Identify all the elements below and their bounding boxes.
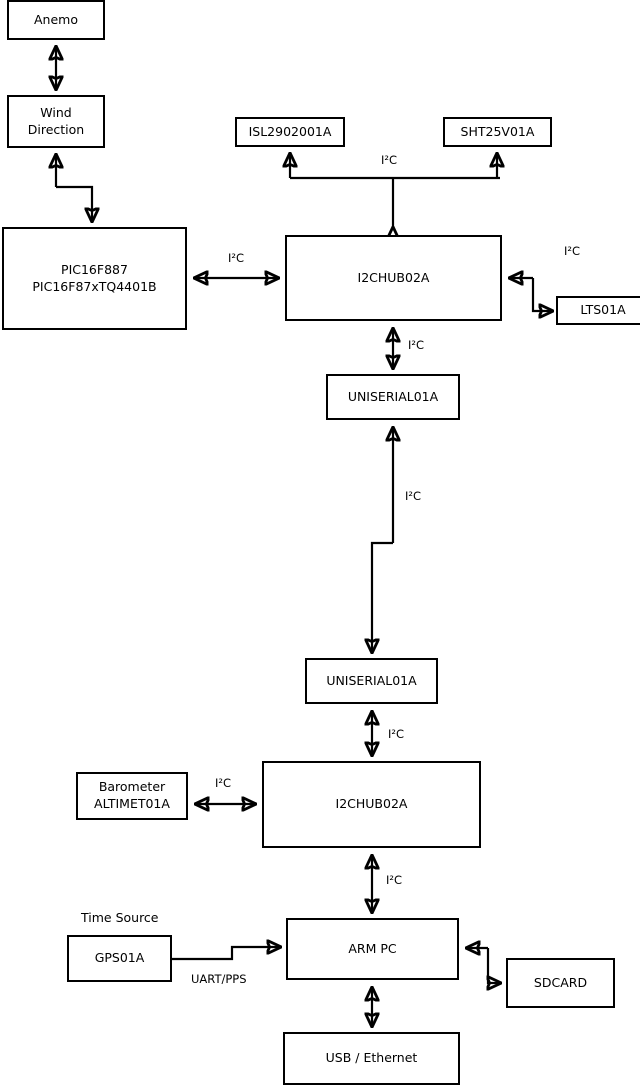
node-pic-mcu[interactable]: PIC16F887 PIC16F87xTQ4401B bbox=[2, 227, 187, 330]
node-uniserial01a-lower[interactable]: UNISERIAL01A bbox=[305, 658, 438, 704]
node-anemo[interactable]: Anemo bbox=[7, 0, 105, 40]
node-sht25v01a[interactable]: SHT25V01A bbox=[443, 117, 552, 147]
edge-label-uart-pps: UART/PPS bbox=[191, 972, 247, 986]
node-arm-pc[interactable]: ARM PC bbox=[286, 918, 459, 980]
node-isl2902001a[interactable]: ISL2902001A bbox=[235, 117, 345, 147]
node-gps01a[interactable]: GPS01A bbox=[67, 935, 172, 982]
edge-label-i2c-hubbottom-armpc: I²C bbox=[386, 873, 403, 887]
node-wind-direction[interactable]: Wind Direction bbox=[7, 95, 105, 148]
node-usb-ethernet[interactable]: USB / Ethernet bbox=[283, 1032, 460, 1085]
node-i2chub02a-top[interactable]: I2CHUB02A bbox=[285, 235, 502, 321]
edge-label-i2c-uniserial-link: I²C bbox=[405, 489, 422, 503]
node-lts01a[interactable]: LTS01A bbox=[556, 296, 640, 325]
connector-wind-pic bbox=[56, 155, 92, 221]
node-sdcard[interactable]: SDCARD bbox=[506, 958, 615, 1008]
edge-label-i2c-hubtop-uniserial: I²C bbox=[408, 338, 425, 352]
label-time-source: Time Source bbox=[81, 910, 159, 925]
connector-uniserial-link bbox=[372, 428, 393, 652]
node-barometer-altimet01a[interactable]: Barometer ALTIMET01A bbox=[76, 772, 188, 820]
edge-label-i2c-pic-hubtop: I²C bbox=[228, 251, 245, 265]
connector-hubtop-lts bbox=[510, 278, 552, 311]
edge-label-i2c-uniserial-hubbottom: I²C bbox=[388, 727, 405, 741]
node-i2chub02a-bottom[interactable]: I2CHUB02A bbox=[262, 761, 481, 848]
edge-label-i2c-hubtop-lts: I²C bbox=[564, 244, 581, 258]
node-uniserial01a-upper[interactable]: UNISERIAL01A bbox=[326, 374, 460, 420]
edge-label-i2c-hubtop-bus: I²C bbox=[381, 153, 398, 167]
connector-hubtop-sensor-bus bbox=[290, 154, 500, 229]
edge-label-i2c-barometer-hubbottom: I²C bbox=[215, 776, 232, 790]
connector-gps-armpc bbox=[172, 947, 280, 961]
connector-armpc-sdcard bbox=[467, 948, 500, 983]
